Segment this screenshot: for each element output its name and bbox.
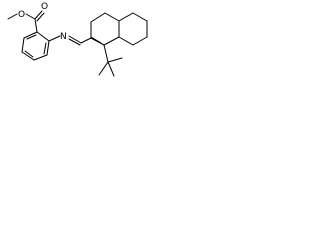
left-ring-double-bond <box>90 36 102 44</box>
ring-n-bond <box>48 35 61 42</box>
chemical-structure-diagram: O O N <box>7 2 148 77</box>
methyl-ester-group <box>7 10 45 33</box>
left-ring-bond-6 <box>90 37 105 46</box>
benzene-ring <box>21 31 50 61</box>
ch-bicycle-bond <box>80 37 92 44</box>
benzene-bond-3 <box>33 54 48 61</box>
benzene-inner-bond-2 <box>24 50 34 58</box>
bicycle-right-ring <box>118 12 148 46</box>
methyl-o-bond <box>7 13 18 20</box>
ester-ether-oxygen-label: O <box>18 10 25 20</box>
benzene-bond-6 <box>23 31 38 39</box>
left-ring-bond-2 <box>90 12 106 23</box>
benzene-bond-4 <box>21 51 35 61</box>
benzene-bond-5 <box>21 37 25 53</box>
carbonyl-double-bond-b <box>36 12 45 22</box>
imine-linker <box>48 35 92 46</box>
benzene-bond-1 <box>36 31 50 42</box>
left-ring-bond-5 <box>103 36 120 46</box>
benzene-inner-bond-3 <box>26 34 37 40</box>
n-ch-double-bond-a <box>68 35 82 44</box>
right-ring-bond-2 <box>132 12 148 22</box>
ester-carbonyl-oxygen-label: O <box>41 2 48 12</box>
carbonyl-double-bond-a <box>34 10 43 20</box>
o-carbonyl-bond <box>25 13 36 20</box>
right-ring-bond-4 <box>132 36 148 46</box>
gem-ring-bond <box>107 57 123 63</box>
gem-carbon-bond <box>103 44 109 63</box>
benzene-bond-2 <box>46 40 50 56</box>
left-ring-bond-3 <box>104 12 120 22</box>
right-ring-bond-5 <box>118 36 134 46</box>
n-ch-double-bond-b <box>68 38 81 46</box>
benzene-inner-bond-1 <box>43 42 47 55</box>
imine-nitrogen-label: N <box>60 32 67 42</box>
methyl-bond-2 <box>107 61 115 77</box>
gem-dimethyl-group <box>98 44 123 77</box>
right-ring-bond-1 <box>118 12 134 22</box>
methyl-bond-1 <box>98 61 109 76</box>
carbonyl-ring-bond <box>34 18 38 33</box>
bicycle-left-ring <box>90 12 120 46</box>
